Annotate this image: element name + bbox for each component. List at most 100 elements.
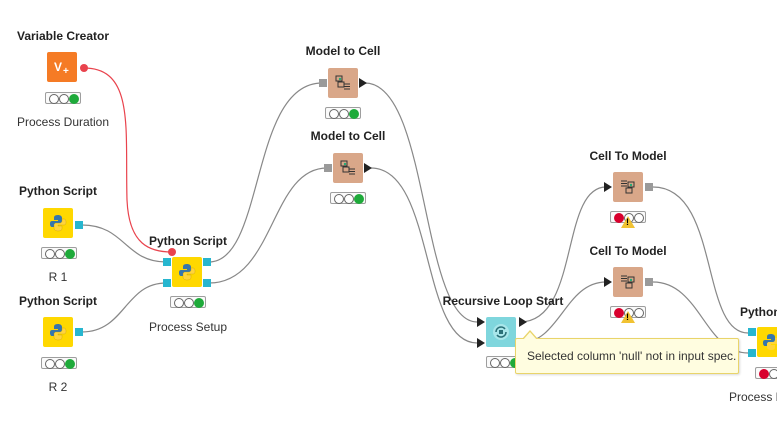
node-cell-to-model-2[interactable] bbox=[613, 267, 643, 297]
node-label-variable-creator: Process Duration bbox=[16, 115, 110, 129]
status-led-yellow bbox=[344, 194, 354, 204]
input-port[interactable] bbox=[163, 279, 171, 287]
status-led-red bbox=[329, 109, 339, 119]
connection-setup-mtc1[interactable] bbox=[208, 82, 323, 263]
status-led-green bbox=[65, 249, 75, 259]
status-led-green bbox=[65, 359, 75, 369]
status-led-green bbox=[349, 109, 359, 119]
python-icon bbox=[763, 334, 777, 350]
input-port[interactable] bbox=[604, 277, 612, 287]
status-led-yellow bbox=[55, 359, 65, 369]
flow-variable-port[interactable] bbox=[80, 64, 88, 72]
node-title-cell-to-model-2: Cell To Model bbox=[589, 244, 667, 258]
connection-ctm1-python[interactable] bbox=[652, 186, 749, 334]
python-icon bbox=[50, 215, 67, 232]
python-icon bbox=[179, 264, 196, 281]
node-title-python-r1: Python Script bbox=[18, 184, 98, 198]
connection-mtc1-loop[interactable] bbox=[364, 82, 478, 323]
node-title-python-setup: Python Script bbox=[148, 234, 228, 248]
status-traffic-light bbox=[755, 367, 777, 379]
node-python-script-r2[interactable] bbox=[43, 317, 73, 347]
flow-variable-connection[interactable] bbox=[83, 67, 173, 253]
input-port[interactable] bbox=[324, 164, 332, 172]
status-led-red bbox=[45, 359, 55, 369]
node-label-python-r1: R 1 bbox=[48, 270, 68, 284]
status-led-red bbox=[49, 94, 59, 104]
output-port[interactable] bbox=[645, 278, 653, 286]
status-led-red bbox=[45, 249, 55, 259]
output-port[interactable] bbox=[359, 78, 367, 88]
node-label-python-setup: Process Setup bbox=[148, 320, 228, 334]
output-port[interactable] bbox=[519, 317, 527, 327]
status-led-green bbox=[634, 308, 644, 318]
node-label-python-edge: Process E bbox=[729, 390, 777, 404]
node-python-script-setup[interactable] bbox=[172, 257, 202, 287]
status-traffic-light bbox=[170, 296, 206, 308]
output-port[interactable] bbox=[203, 258, 211, 266]
status-led-green bbox=[634, 213, 644, 223]
status-led-green bbox=[354, 194, 364, 204]
status-led-green bbox=[69, 94, 79, 104]
node-label-python-r2: R 2 bbox=[48, 380, 68, 394]
connection-r1-setup[interactable] bbox=[81, 224, 167, 263]
status-led-green bbox=[194, 298, 204, 308]
variable-creator-icon: V + bbox=[54, 60, 69, 76]
output-port[interactable] bbox=[364, 163, 372, 173]
node-cell-to-model-1[interactable] bbox=[613, 172, 643, 202]
status-traffic-light bbox=[41, 247, 77, 259]
status-traffic-light bbox=[45, 92, 81, 104]
node-title-python-r2: Python Script bbox=[18, 294, 98, 308]
node-title-model-to-cell-2: Model to Cell bbox=[310, 129, 386, 143]
loop-start-icon bbox=[493, 324, 509, 340]
model-to-cell-icon bbox=[335, 75, 350, 90]
status-led-red bbox=[334, 194, 344, 204]
error-tooltip: Selected column 'null' not in input spec… bbox=[515, 330, 739, 374]
input-port[interactable] bbox=[748, 328, 756, 336]
svg-text:+: + bbox=[63, 66, 69, 76]
connection-mtc2-loop[interactable] bbox=[370, 167, 478, 344]
connection-r2-setup[interactable] bbox=[81, 282, 167, 333]
node-variable-creator[interactable]: V + bbox=[47, 52, 77, 82]
connection-loop-ctm1[interactable] bbox=[519, 186, 607, 323]
svg-text:V: V bbox=[54, 60, 62, 74]
status-led-yellow bbox=[55, 249, 65, 259]
flow-variable-port[interactable] bbox=[168, 248, 176, 256]
status-traffic-light bbox=[41, 357, 77, 369]
output-port[interactable] bbox=[75, 221, 83, 229]
status-led-red bbox=[490, 358, 500, 368]
node-title-cell-to-model-1: Cell To Model bbox=[589, 149, 667, 163]
node-model-to-cell-2[interactable] bbox=[333, 153, 363, 183]
output-port[interactable] bbox=[75, 328, 83, 336]
status-led-yellow bbox=[184, 298, 194, 308]
model-to-cell-icon bbox=[340, 160, 355, 175]
node-model-to-cell-1[interactable] bbox=[328, 68, 358, 98]
output-port[interactable] bbox=[645, 183, 653, 191]
status-traffic-light bbox=[325, 107, 361, 119]
input-port[interactable] bbox=[477, 317, 485, 327]
cell-to-model-icon bbox=[621, 275, 635, 289]
tooltip-text: Selected column 'null' not in input spec… bbox=[527, 349, 737, 363]
node-recursive-loop-start[interactable] bbox=[486, 317, 516, 347]
status-led-red bbox=[174, 298, 184, 308]
status-led-yellow bbox=[339, 109, 349, 119]
status-led-yellow bbox=[59, 94, 69, 104]
input-port[interactable] bbox=[319, 79, 327, 87]
connection-setup-mtc2[interactable] bbox=[208, 167, 328, 284]
warning-icon[interactable]: ! bbox=[621, 216, 635, 228]
status-led-red bbox=[759, 369, 769, 379]
node-python-script-r1[interactable] bbox=[43, 208, 73, 238]
node-title-recursive-loop-start: Recursive Loop Start bbox=[442, 294, 564, 308]
input-port[interactable] bbox=[163, 258, 171, 266]
output-port[interactable] bbox=[203, 279, 211, 287]
node-python-edge[interactable] bbox=[757, 327, 777, 357]
node-title-model-to-cell-1: Model to Cell bbox=[305, 44, 381, 58]
input-port[interactable] bbox=[604, 182, 612, 192]
input-port[interactable] bbox=[748, 349, 756, 357]
status-led-yellow bbox=[500, 358, 510, 368]
node-title-python-edge: Python bbox=[740, 305, 777, 319]
python-icon bbox=[50, 324, 67, 341]
warning-icon[interactable]: ! bbox=[621, 311, 635, 323]
status-led-yellow bbox=[769, 369, 777, 379]
input-port[interactable] bbox=[477, 338, 485, 348]
